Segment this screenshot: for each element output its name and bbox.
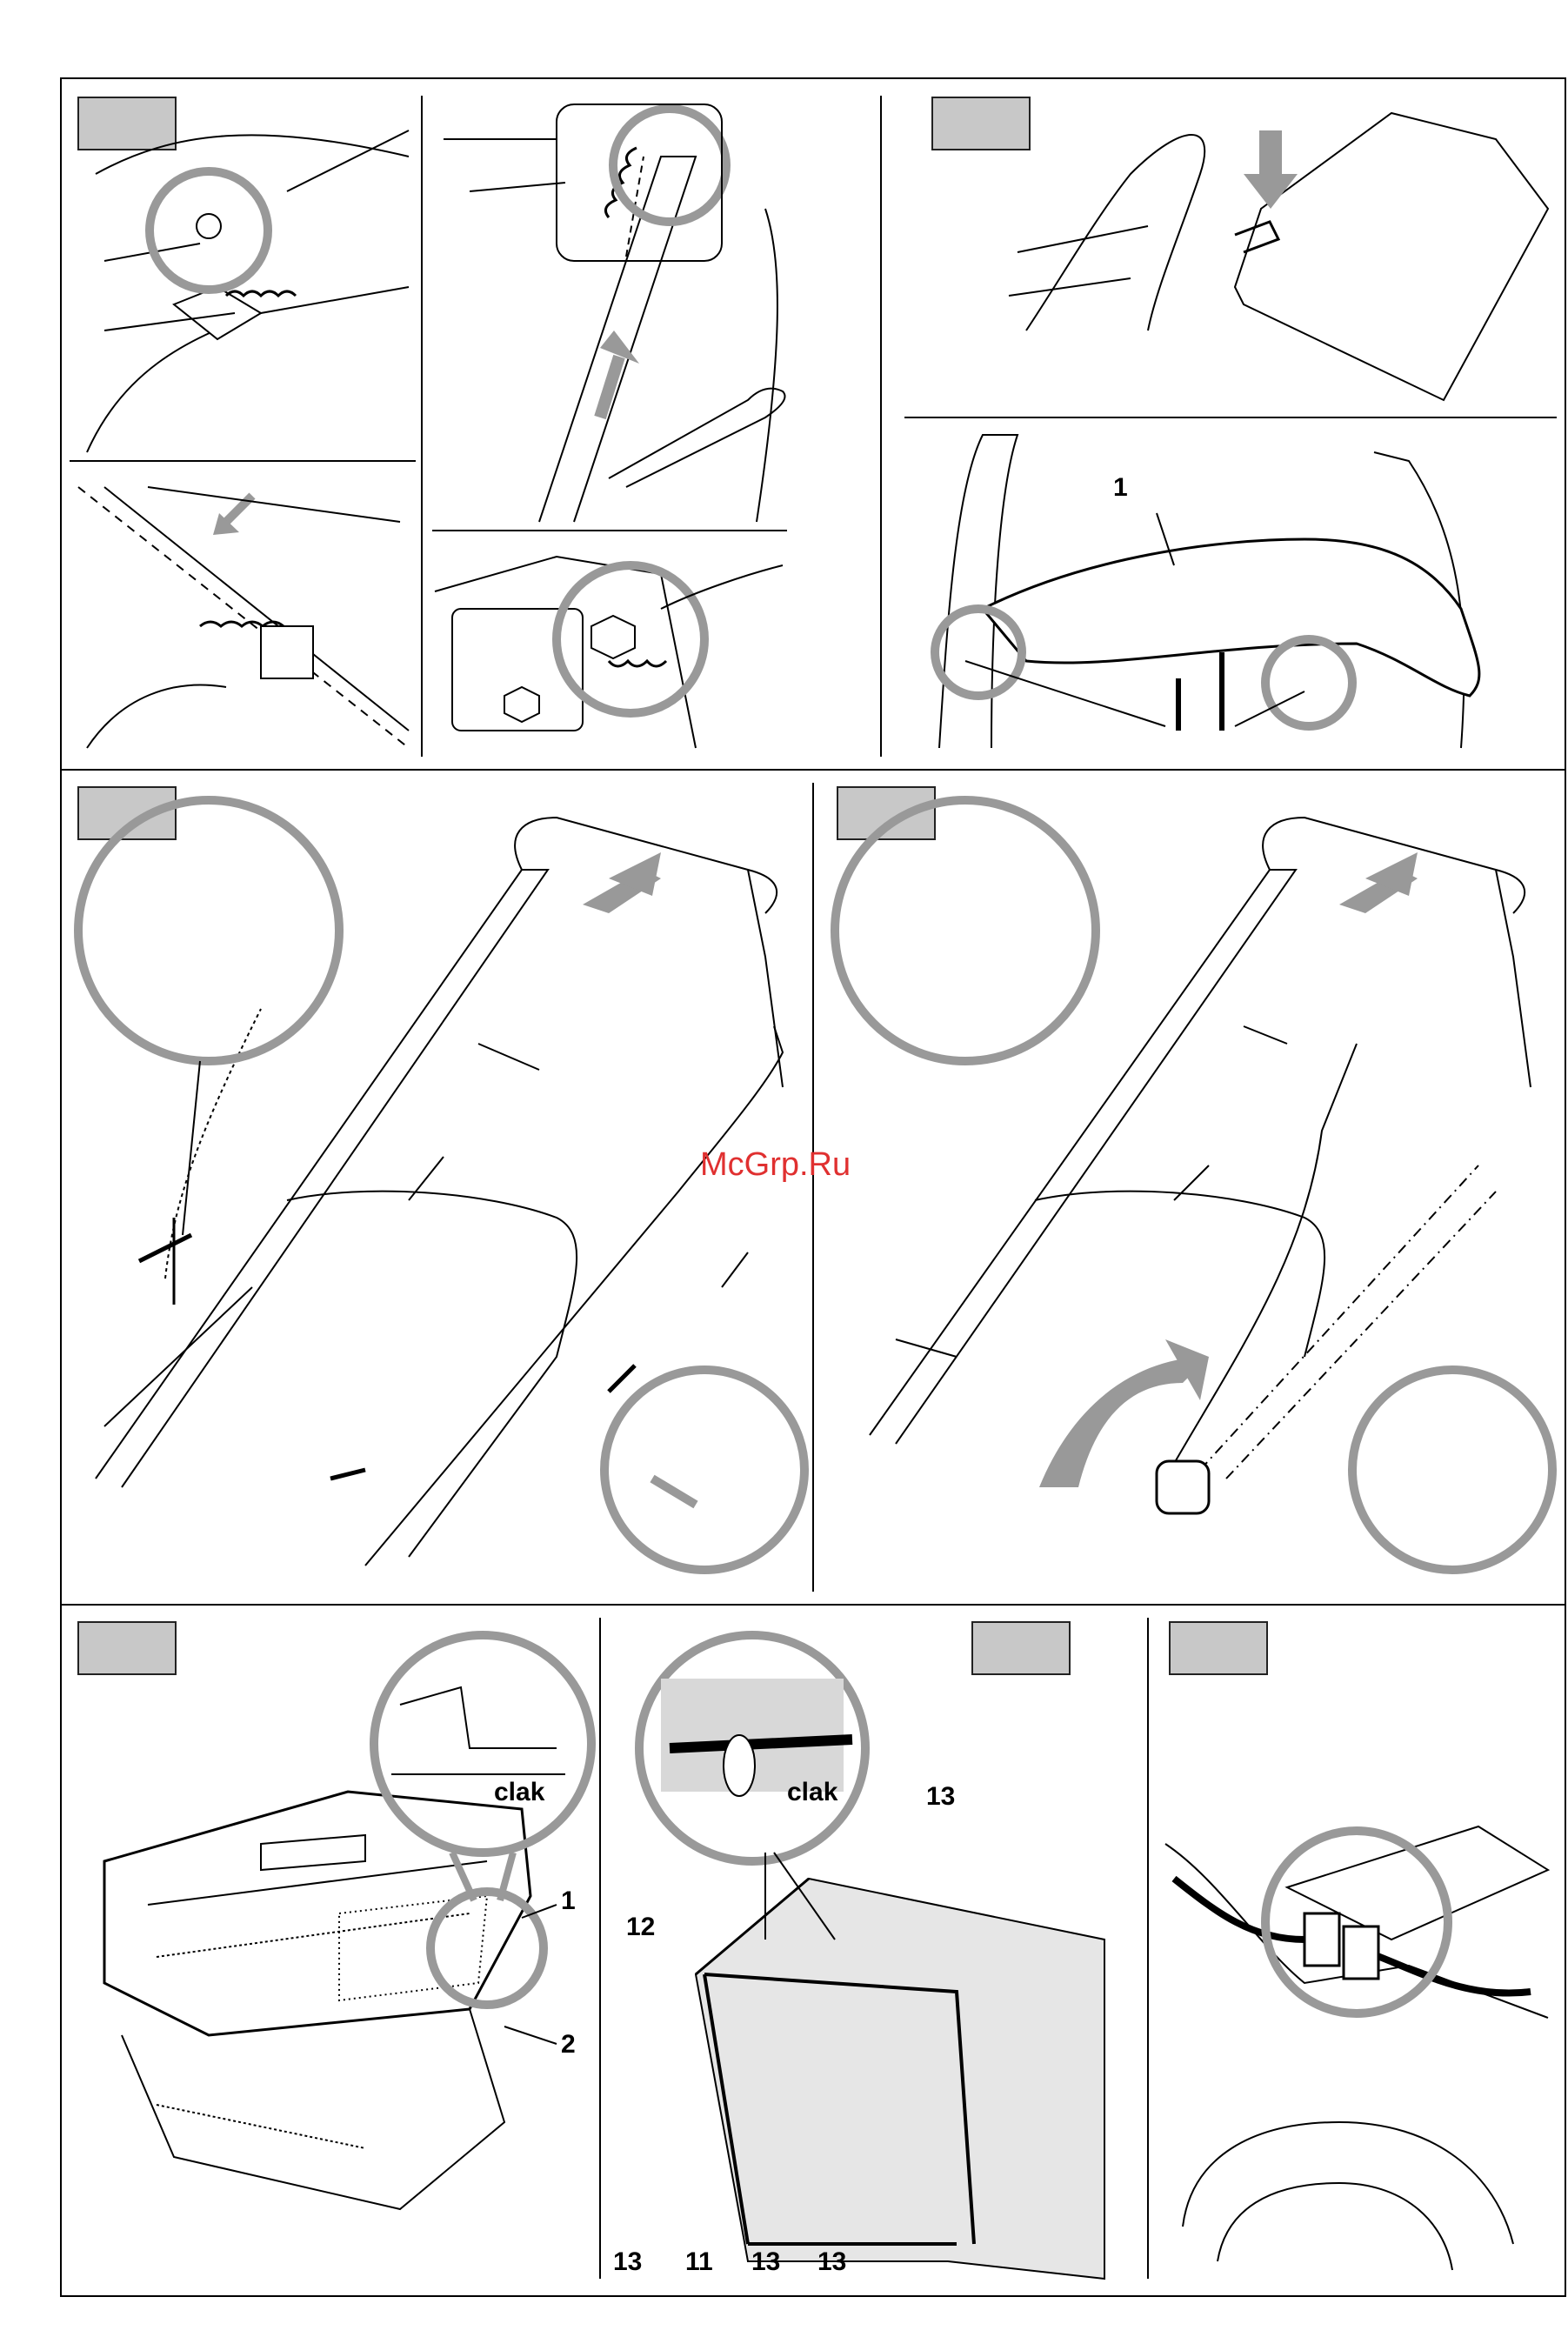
detail-circle bbox=[1265, 639, 1352, 726]
step-tab-1 bbox=[78, 97, 176, 150]
detail-circle bbox=[150, 171, 268, 290]
step-tab-2 bbox=[932, 97, 1030, 150]
panel-handle-assembly bbox=[78, 800, 804, 1570]
label-13-a: 13 bbox=[613, 2247, 642, 2276]
label-13-c: 13 bbox=[817, 2247, 846, 2276]
watermark-text: McGrp.Ru bbox=[700, 1146, 851, 1184]
step-tab-7 bbox=[1170, 1622, 1267, 1674]
step-tab-5 bbox=[78, 1622, 176, 1674]
detail-circle bbox=[1352, 1370, 1552, 1570]
label-1-handle: 1 bbox=[1113, 473, 1128, 502]
label-clak-frame: clak bbox=[787, 1778, 838, 1806]
detail-circle bbox=[935, 609, 1022, 696]
step-tab-6 bbox=[972, 1622, 1070, 1674]
label-13-top: 13 bbox=[926, 1782, 955, 1811]
label-13-b: 13 bbox=[751, 2247, 780, 2276]
panel-handle-clip bbox=[1009, 113, 1548, 400]
detail-circle bbox=[78, 800, 339, 1061]
label-1-catcher: 1 bbox=[561, 1886, 576, 1915]
panel-handle-fold bbox=[835, 800, 1552, 1570]
detail-circle bbox=[835, 800, 1096, 1061]
label-11: 11 bbox=[685, 2247, 713, 2276]
detail-circle bbox=[604, 1370, 804, 1570]
panel-cable-connector bbox=[1165, 1826, 1548, 2270]
panel-bag-frame bbox=[639, 1635, 1104, 2279]
panel-handle-cover bbox=[935, 435, 1479, 748]
label-clak-catcher: clak bbox=[494, 1778, 545, 1806]
label-2-catcher: 2 bbox=[561, 2030, 576, 2059]
panel-spring-pull bbox=[444, 104, 785, 522]
panel-spring-detail bbox=[78, 130, 409, 748]
panel-grass-catcher bbox=[104, 1635, 591, 2209]
panel-bolt-detail bbox=[435, 557, 783, 748]
label-12: 12 bbox=[626, 1913, 655, 1941]
